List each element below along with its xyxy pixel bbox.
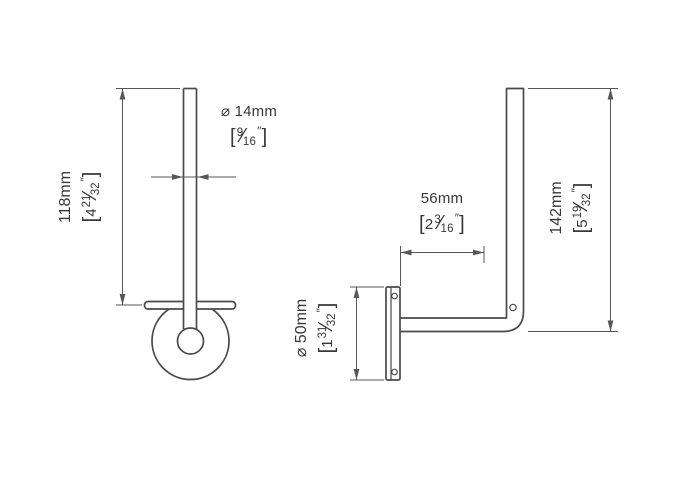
dim-118-lines (116, 88, 180, 306)
front-rod-body (184, 89, 197, 328)
inch-mark: ″ (314, 308, 328, 313)
frac-numerator: 3 (434, 214, 441, 226)
front-view (143, 87, 237, 381)
dimension-lines (116, 88, 618, 381)
frac-denominator: 16 (242, 136, 257, 148)
frac-denominator: 32 (326, 313, 338, 327)
dim-front-height-mm: 118mm (57, 170, 74, 224)
front-rod-hub-circle (176, 327, 205, 355)
dim-side-height-inch: [519⁄32″] (569, 182, 593, 234)
side-set-screw (509, 303, 517, 312)
dim-rod-diameter-label: ⌀ 14mm [9⁄16″] (221, 102, 277, 152)
dim-side-height-mm: 142mm (548, 181, 565, 235)
dim-50-lines (350, 286, 384, 381)
frac-denominator: 16 (440, 223, 454, 235)
side-screw-hole-bottom (391, 368, 398, 376)
dim-depth-label: 56mm [23⁄16″] (397, 189, 487, 239)
frac-whole: 2 (424, 216, 434, 233)
side-wall-plate (385, 286, 401, 381)
dim-side-height-label: 142mm [519⁄32″] (547, 181, 597, 234)
side-arm-outline (400, 87, 525, 333)
inch-mark: ″ (257, 124, 262, 138)
dim-142-lines (528, 88, 618, 332)
frac-denominator: 32 (581, 193, 593, 207)
fraction-slash: ⁄ (241, 125, 245, 147)
frac-whole: 5 (574, 219, 591, 228)
side-screw-hole-top (391, 292, 398, 300)
frac-denominator: 32 (90, 182, 102, 196)
dim-56-lines (400, 246, 485, 286)
frac-numerator: 9 (236, 127, 244, 139)
dim-front-height-inch: [421⁄32″] (78, 171, 102, 223)
dim-rod-diameter-mm: ⌀ 14mm (221, 103, 278, 120)
frac-whole: 4 (83, 208, 100, 217)
side-view (385, 87, 525, 381)
inch-mark: ″ (454, 211, 460, 225)
dim-depth-inch: [23⁄16″] (419, 211, 465, 235)
inch-mark: ″ (569, 188, 583, 193)
dim-plate-diameter-label: ⌀ 50mm [131⁄32″] (292, 299, 342, 358)
fraction-slash: ⁄ (438, 212, 443, 234)
frac-numerator: 31 (317, 325, 329, 339)
dim-front-height-label: 118mm [421⁄32″] (56, 171, 106, 223)
dim-plate-diameter-inch: [131⁄32″] (314, 302, 338, 354)
dim-rod-diameter-inch: [9⁄16″] (230, 124, 268, 148)
dim-plate-diameter-mm: ⌀ 50mm (293, 298, 310, 358)
inch-mark: ″ (78, 177, 92, 182)
dim-depth-mm: 56mm (420, 190, 464, 207)
